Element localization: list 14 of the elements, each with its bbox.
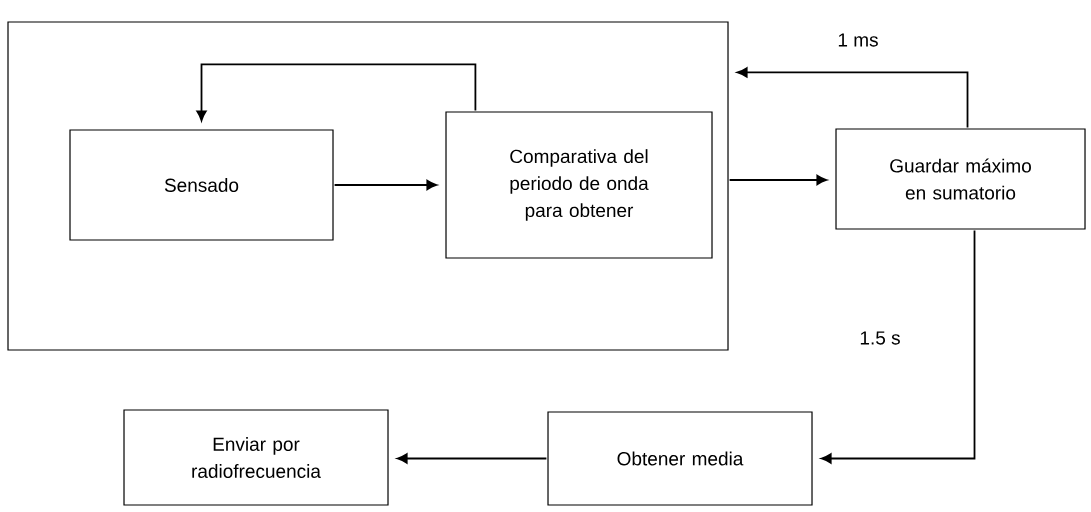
arrow (736, 67, 969, 129)
arrow (728, 174, 828, 186)
process-box: Guardar máximo en sumatorio (835, 128, 1086, 230)
arrow (396, 453, 548, 464)
arrow (196, 63, 477, 122)
process-box: Sensado (69, 129, 334, 241)
arrow (820, 229, 976, 464)
arrow (333, 179, 438, 191)
process-box: Obtener media (547, 411, 813, 506)
edge-label: 1 ms (835, 31, 881, 49)
edge-label: 1.5 s (857, 329, 903, 347)
container-box (7, 21, 729, 351)
process-box: Enviar por radiofrecuencia (123, 409, 389, 506)
process-box: Comparativa del periodo de onda para obtener (445, 111, 713, 259)
